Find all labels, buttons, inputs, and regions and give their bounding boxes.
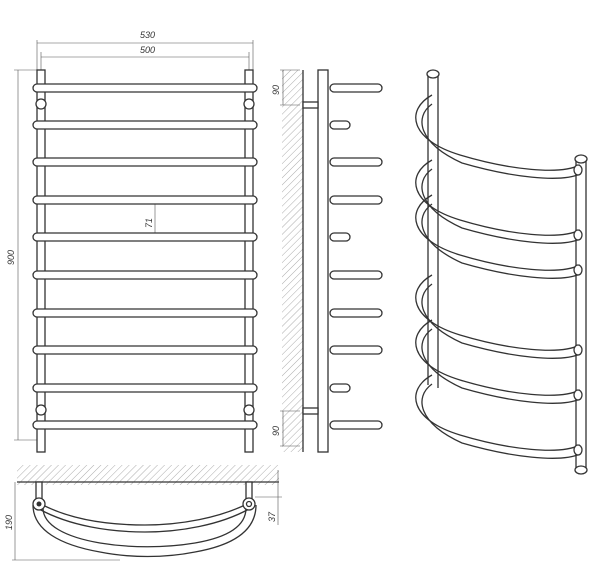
dimension-900: 900 bbox=[6, 250, 16, 265]
side-bar bbox=[329, 83, 383, 93]
dimension-37: 37 bbox=[267, 511, 277, 522]
front-view: 530 500 900 71 bbox=[6, 30, 258, 453]
side-bar bbox=[329, 345, 383, 355]
side-bar bbox=[329, 195, 383, 205]
wall-hatch bbox=[282, 70, 303, 452]
bracket-right bbox=[243, 98, 255, 110]
side-bar bbox=[329, 232, 351, 242]
dimension-190: 190 bbox=[4, 515, 14, 530]
perspective-bar bbox=[415, 94, 581, 171]
front-bar bbox=[32, 83, 258, 93]
top-bracket bbox=[302, 101, 319, 109]
front-bar bbox=[32, 383, 258, 393]
perspective-view bbox=[415, 69, 588, 475]
side-view: 90 90 bbox=[271, 69, 383, 453]
top-view: 190 37 bbox=[4, 465, 282, 561]
side-bar bbox=[329, 383, 351, 393]
bracket-right bbox=[243, 404, 255, 416]
side-bar bbox=[329, 157, 383, 167]
side-bar bbox=[329, 420, 383, 430]
front-bar bbox=[32, 345, 258, 355]
perspective-bar bbox=[415, 319, 581, 396]
side-bar bbox=[329, 120, 351, 130]
perspective-bar bbox=[415, 274, 581, 351]
bottom-bracket bbox=[302, 407, 319, 415]
dimension-530: 530 bbox=[140, 30, 155, 40]
perspective-bar bbox=[415, 194, 581, 271]
front-bar bbox=[32, 232, 258, 242]
perspective-bar bbox=[415, 159, 581, 236]
dimension-90-top: 90 bbox=[271, 85, 281, 95]
front-bar bbox=[32, 195, 258, 205]
side-bar bbox=[329, 270, 383, 280]
left-upright bbox=[36, 69, 46, 453]
dimension-90-bottom: 90 bbox=[271, 426, 281, 436]
front-bar bbox=[32, 308, 258, 318]
front-bar bbox=[32, 420, 258, 430]
dimension-71: 71 bbox=[144, 218, 154, 228]
bracket-left bbox=[35, 98, 47, 110]
pipe-end-top-left bbox=[426, 69, 440, 79]
right-upright bbox=[244, 69, 254, 453]
wall-hatch-top bbox=[17, 465, 279, 485]
side-bar bbox=[329, 308, 383, 318]
bracket-left bbox=[35, 404, 47, 416]
front-bar bbox=[32, 120, 258, 130]
dimension-500: 500 bbox=[140, 45, 155, 55]
front-bar bbox=[32, 157, 258, 167]
front-bar bbox=[32, 270, 258, 280]
pipe-end-top-right bbox=[574, 154, 588, 164]
side-upright bbox=[317, 69, 329, 453]
perspective-bar bbox=[415, 374, 581, 451]
